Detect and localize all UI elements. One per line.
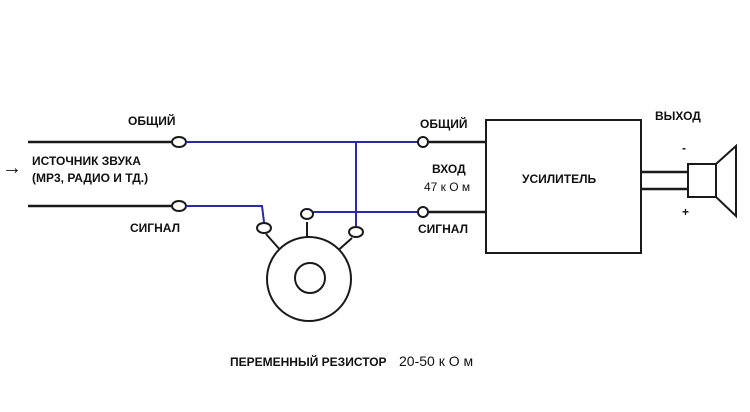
amp-input-label: ВХОД xyxy=(432,162,466,176)
blue-signal-to-resistor-wire xyxy=(186,205,265,223)
amplifier-title: УСИЛИТЕЛЬ xyxy=(522,172,597,186)
source-name-line1: ИСТОЧНИК ЗВУКА xyxy=(32,154,141,168)
source-arrow-icon: → xyxy=(2,157,22,179)
resistor-pin-right xyxy=(348,226,364,238)
amp-impedance-label: 47 к О м xyxy=(424,180,470,194)
source-name-line2: (МР3, РАДИО И ТД.) xyxy=(32,171,148,185)
resistor-pin-wiper xyxy=(300,208,314,220)
speaker-minus-label: - xyxy=(682,141,686,155)
amplifier-box xyxy=(485,119,642,254)
source-signal-label: СИГНАЛ xyxy=(130,221,180,235)
source-signal-connector xyxy=(171,200,187,212)
resistor-pin-left xyxy=(256,222,272,234)
amp-common-connector xyxy=(417,136,429,148)
speaker-plus-label: + xyxy=(682,205,689,219)
amp-signal-connector xyxy=(417,206,429,218)
amp-signal-label: СИГНАЛ xyxy=(418,222,468,236)
resistor-caption: ПЕРЕМЕННЫЙ РЕЗИСТОР xyxy=(230,354,387,369)
resistor-caption-value: 20-50 к О м xyxy=(399,353,473,369)
amp-output-label: ВЫХОД xyxy=(655,109,701,123)
source-common-label: ОБЩИЙ xyxy=(128,113,175,128)
resistor-knob xyxy=(294,262,326,294)
amp-common-label: ОБЩИЙ xyxy=(420,116,467,131)
speaker-icon xyxy=(687,143,737,219)
source-common-connector xyxy=(171,136,187,148)
variable-resistor xyxy=(256,208,364,322)
